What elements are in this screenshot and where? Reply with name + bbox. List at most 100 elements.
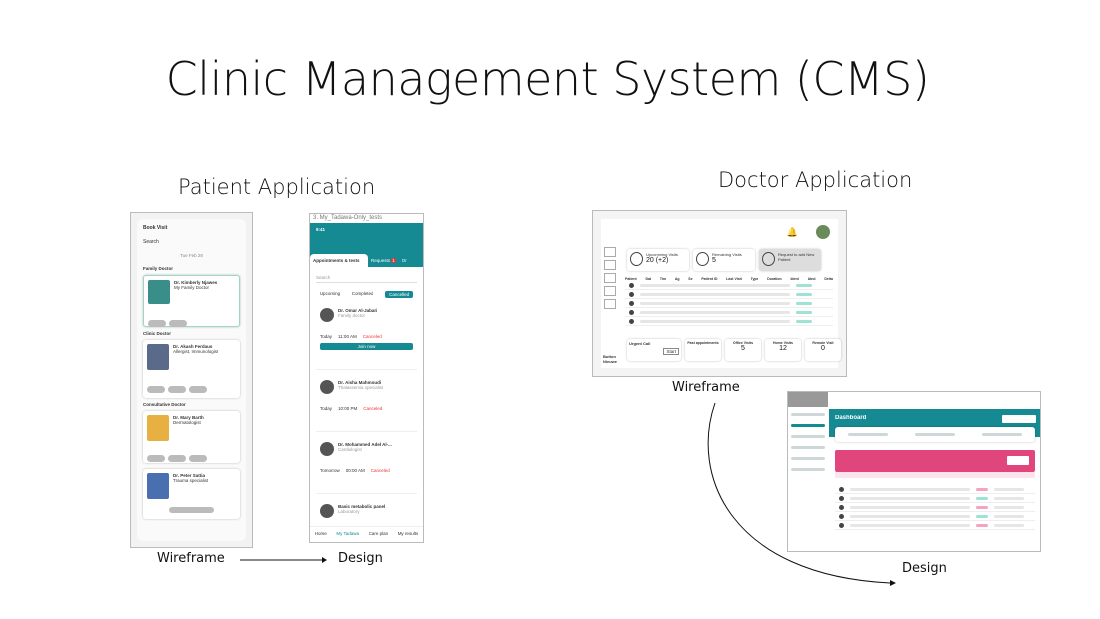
search-input[interactable]: Search xyxy=(316,275,417,283)
tab-requests[interactable]: Requests 1 xyxy=(368,254,399,267)
start-button[interactable]: Start xyxy=(663,348,679,355)
appointment-time: 11:00 AM xyxy=(338,334,357,339)
doctor-role: Allergist, Immunologist xyxy=(173,349,219,354)
requests-badge: 1 xyxy=(391,258,396,263)
filter-completed[interactable]: Completed xyxy=(351,291,374,296)
visit-label: Home Visits xyxy=(773,341,793,345)
doctor-role: Family doctor xyxy=(338,313,366,318)
section-title: Consultative Doctor xyxy=(143,402,186,407)
slide-title: Clinic Management System (CMS) xyxy=(165,52,930,106)
stat-icon xyxy=(696,252,709,266)
visit-label: Office Visits xyxy=(732,341,754,345)
appointment-date: Tomorrow xyxy=(320,468,340,473)
doctor-role: Trauma specialist xyxy=(173,478,209,483)
stat-value: 5 xyxy=(712,257,716,264)
doctor-role: Cardiologist xyxy=(338,447,362,452)
status-time: 9:41 xyxy=(316,227,326,232)
filter-cancelled[interactable]: Cancelled xyxy=(385,291,414,298)
appointment-time: 10:00 PM xyxy=(338,406,358,411)
doctor-name: Dr. Peter Sattia xyxy=(173,473,206,478)
column-header: Tim xyxy=(659,277,667,281)
visit-value: 0 xyxy=(821,345,825,352)
table-row[interactable] xyxy=(835,521,1035,530)
stat-label: Upcomming Visits xyxy=(646,252,678,257)
window-title: 3. My_Tadawa-Only_tests xyxy=(313,215,383,221)
doctor-design-label: Design xyxy=(902,561,947,576)
nav-care-plan[interactable]: Care plan xyxy=(368,531,389,536)
doctor-name: Basic metabolic panel xyxy=(338,504,386,509)
patient-design: 3. My_Tadawa-Only_tests 9:41 Appointment… xyxy=(309,213,424,543)
join-now-button[interactable]: Join now xyxy=(320,343,413,350)
table-row[interactable] xyxy=(835,494,1035,503)
nav-my-results[interactable]: My results xyxy=(397,531,419,536)
stat-icon xyxy=(630,252,643,266)
alert-banner[interactable] xyxy=(835,450,1035,472)
stat-card[interactable]: Request to add New Patient xyxy=(759,249,821,271)
table-row[interactable] xyxy=(835,485,1035,494)
tab-other[interactable]: Or xyxy=(401,258,407,263)
avatar[interactable] xyxy=(816,225,830,239)
doctor-avatar xyxy=(320,308,334,322)
status-badge: Canceled xyxy=(363,406,383,411)
doctor-name: Dr. Akash Ferdaus xyxy=(173,344,213,349)
date-selector[interactable]: Tue Feb 28 xyxy=(180,253,203,258)
doctor-design: Dashboard xyxy=(787,391,1041,552)
doctor-name: Dr. Omar Al-Jabari xyxy=(338,308,378,313)
appointment-date: Today xyxy=(320,406,333,411)
column-header: Delta xyxy=(824,277,833,281)
doctor-wireframe-label: Wireframe xyxy=(672,380,740,395)
stat-label: Remaining Visits xyxy=(712,252,742,257)
doctor-role: My Family Doctor xyxy=(174,285,210,290)
section-title: Clinic Doctor xyxy=(143,331,172,336)
doctor-name: Dr. Mohammed Adel Al-... xyxy=(338,442,392,447)
table-row[interactable] xyxy=(625,308,833,317)
table-row[interactable] xyxy=(625,299,833,308)
table-row[interactable] xyxy=(835,503,1035,512)
column-header: Patient xyxy=(625,277,637,281)
bell-icon[interactable]: 🔔 xyxy=(786,227,798,237)
visit-card: Past appointments xyxy=(685,339,721,361)
tab-appointments[interactable]: Appointments & tests xyxy=(310,254,368,267)
appointment-date: Today xyxy=(320,334,333,339)
filter-upcoming[interactable]: Upcoming xyxy=(319,291,341,296)
new-button[interactable] xyxy=(1002,415,1036,423)
doctor-heading: Doctor Application xyxy=(718,168,913,192)
stat-label: Request to add New Patient xyxy=(778,252,815,262)
nav-home[interactable]: Home xyxy=(314,531,327,536)
patient-design-label: Design xyxy=(338,551,383,566)
page-title: Dashboard xyxy=(835,415,867,421)
patient-heading: Patient Application xyxy=(178,175,376,199)
column-header: Type xyxy=(750,277,759,281)
doctor-role: Thalassemia specialist xyxy=(338,385,384,390)
nav-my-tadawa[interactable]: My Tadawa xyxy=(336,531,360,536)
table-row[interactable] xyxy=(625,281,833,290)
sidebar-footer: Button Nieuwe xyxy=(603,354,617,364)
table-row[interactable] xyxy=(835,512,1035,521)
visit-value: 12 xyxy=(779,345,787,352)
status-badge: Canceled xyxy=(370,468,390,473)
table-row[interactable] xyxy=(625,290,833,299)
patient-wireframe: Book Visit Search Tue Feb 28 Family Doct… xyxy=(130,212,253,548)
doctor-avatar xyxy=(320,380,334,394)
table-row[interactable] xyxy=(625,317,833,326)
screen-title: Book Visit xyxy=(143,225,168,231)
search-input[interactable]: Search xyxy=(143,239,159,245)
visit-label: Past appointments xyxy=(687,341,719,345)
doctor-name: Dr. Mary Barth xyxy=(173,415,204,420)
doctor-name: Dr. Kimberly Njawes xyxy=(174,280,218,285)
column-header: Dat xyxy=(645,277,652,281)
